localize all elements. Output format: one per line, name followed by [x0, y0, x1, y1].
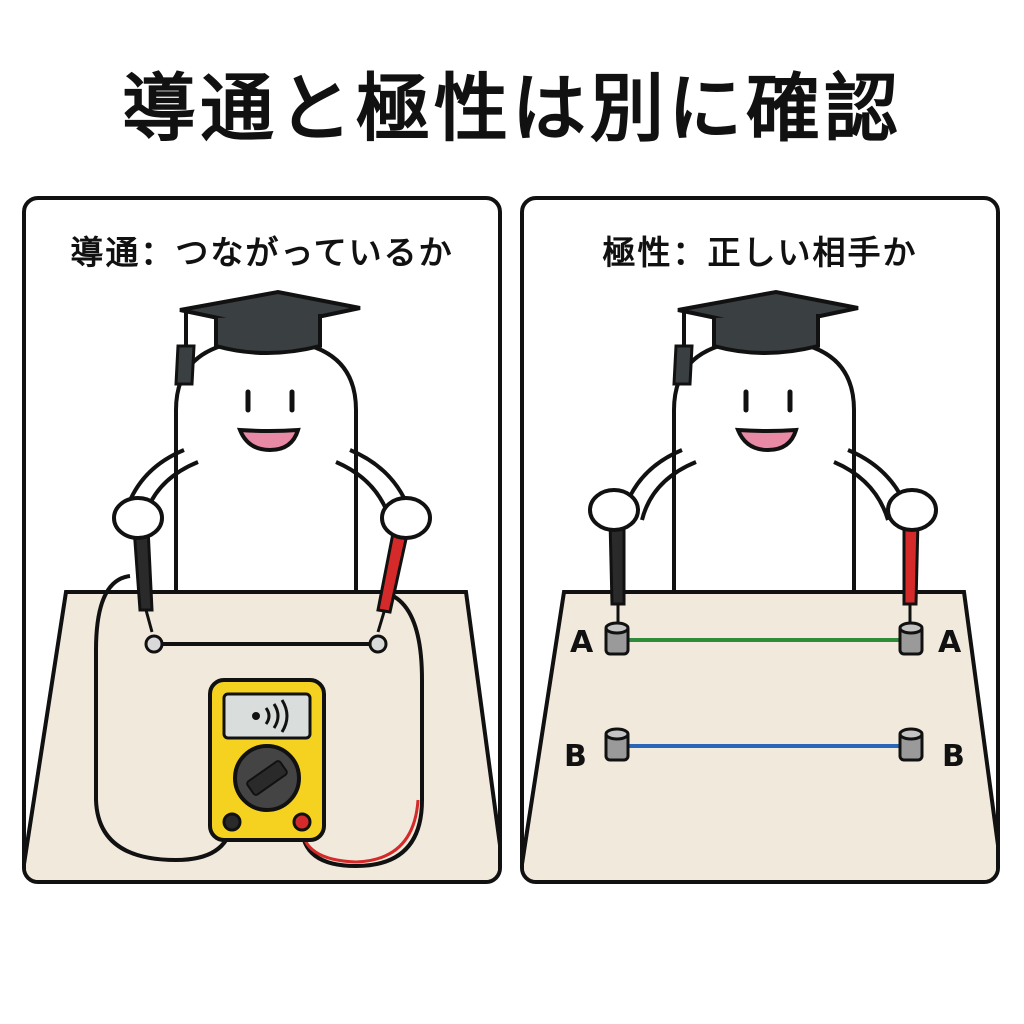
- continuity-panel-label: 導通：つながっているか: [70, 233, 454, 272]
- test-point-left: [144, 634, 164, 654]
- character: [620, 289, 912, 602]
- terminal-b-right-label: B: [942, 739, 965, 774]
- character: [122, 289, 414, 602]
- red-probe-wire: [300, 590, 424, 869]
- character-face: [236, 389, 301, 453]
- continuity-beep-icon: [252, 699, 289, 733]
- meter-v-jack: [292, 812, 312, 832]
- polarity-panel-label: 極性：正しい相手か: [602, 233, 918, 272]
- page-title: 導通と極性は別に確認: [122, 66, 902, 152]
- red-probe: [376, 496, 432, 633]
- graduation-cap-icon: [174, 289, 361, 386]
- graduation-cap-icon: [672, 289, 859, 386]
- meter-display: [222, 692, 312, 740]
- terminal-a-left: [604, 621, 630, 656]
- continuity-panel: 導通：つながっているか: [22, 196, 502, 884]
- terminal-b-left: [604, 727, 630, 762]
- meter-com-jack: [222, 812, 242, 832]
- table: [524, 590, 996, 880]
- terminal-a-right-label: A: [938, 625, 962, 660]
- black-probe-wire: [94, 574, 234, 863]
- test-point-right: [368, 634, 388, 654]
- continuity-illustration: [26, 289, 498, 880]
- black-probe: [588, 488, 640, 622]
- red-probe: [886, 488, 938, 622]
- character-face: [734, 389, 799, 453]
- multimeter: [208, 678, 326, 842]
- terminal-b-right: [898, 727, 924, 762]
- black-probe: [112, 496, 164, 633]
- polarity-illustration: A A B B: [524, 289, 996, 880]
- terminal-a-left-label: A: [570, 625, 594, 660]
- terminal-b-left-label: B: [564, 739, 587, 774]
- polarity-panel: 極性：正しい相手か: [520, 196, 1000, 884]
- terminal-a-right: [898, 621, 924, 656]
